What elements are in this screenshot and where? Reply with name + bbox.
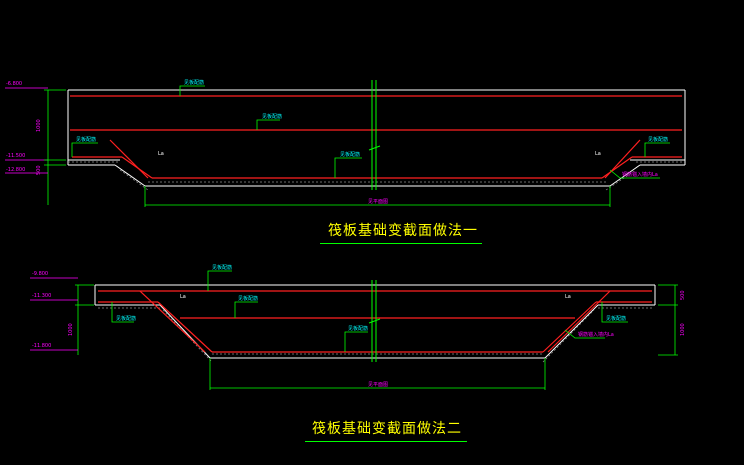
s1-dim-left-1: 1000 (36, 119, 42, 132)
s2-note-right: 见板配筋 (606, 315, 626, 322)
s1-note-left: 见板配筋 (76, 136, 96, 143)
s1-note-center: 见板配筋 (340, 151, 360, 158)
cushion-layer-2 (98, 307, 652, 363)
bottom-dimension-2 (209, 358, 546, 390)
s2-dim-right-2: 1000 (680, 323, 686, 336)
s2-dim-left-1: 1000 (68, 323, 74, 336)
leaders-1 (71, 85, 670, 179)
s1-label-la: La (158, 151, 164, 157)
s2-note-center: 见板配筋 (348, 325, 368, 332)
axis-2 (368, 280, 381, 362)
s2-note-top: 见板配筋 (212, 264, 232, 271)
s2-label-la: La (180, 294, 186, 300)
s1-label-la2: La (595, 151, 601, 157)
s2-note-left: 见板配筋 (116, 315, 136, 322)
section-1-title: 筏板基础变截面做法一 (328, 223, 478, 239)
s1-note-mid: 见板配筋 (262, 113, 282, 120)
level-dimensions-2 (30, 277, 678, 356)
s1-note-top: 见板配筋 (184, 79, 204, 86)
s2-note-mid: 见板配筋 (238, 295, 258, 302)
s2-note-corner: 钢筋锚入墙内La (578, 331, 614, 338)
s2-elev-mid: -11.300 (32, 293, 51, 299)
section-1-title-underline (320, 243, 482, 244)
s1-note-right: 见板配筋 (648, 136, 668, 143)
s2-dim-bottom: 见平面图 (368, 382, 388, 388)
bottom-dimension-1 (144, 186, 611, 207)
s1-elev-top: -6.800 (6, 81, 22, 87)
s1-elev-mid: -11.500 (6, 153, 25, 159)
s1-note-corner: 钢筋锚入墙内La (622, 171, 658, 178)
level-dimensions-1 (5, 87, 66, 205)
section-2-title-underline (305, 441, 467, 442)
axis-1 (368, 80, 381, 190)
s1-dim-left-2: 500 (36, 165, 42, 175)
section-2 (30, 270, 678, 390)
section-2-title: 筏板基础变截面做法二 (312, 421, 462, 437)
s1-dim-bottom: 见平面图 (368, 199, 388, 205)
s2-elev-top: -9.800 (32, 271, 48, 277)
rebar-2 (98, 290, 652, 353)
s1-elev-bot: -12.800 (6, 167, 25, 173)
cushion-layer-1 (68, 161, 685, 191)
section-1 (5, 80, 686, 207)
s2-elev-bot: -11.800 (32, 343, 51, 349)
leaders-2 (111, 270, 628, 352)
s2-label-la2: La (565, 294, 571, 300)
s2-dim-right-1: 500 (680, 290, 686, 300)
labels: -6.800 -11.500 -12.800 1000 500 见板配筋 见板配… (6, 79, 686, 388)
